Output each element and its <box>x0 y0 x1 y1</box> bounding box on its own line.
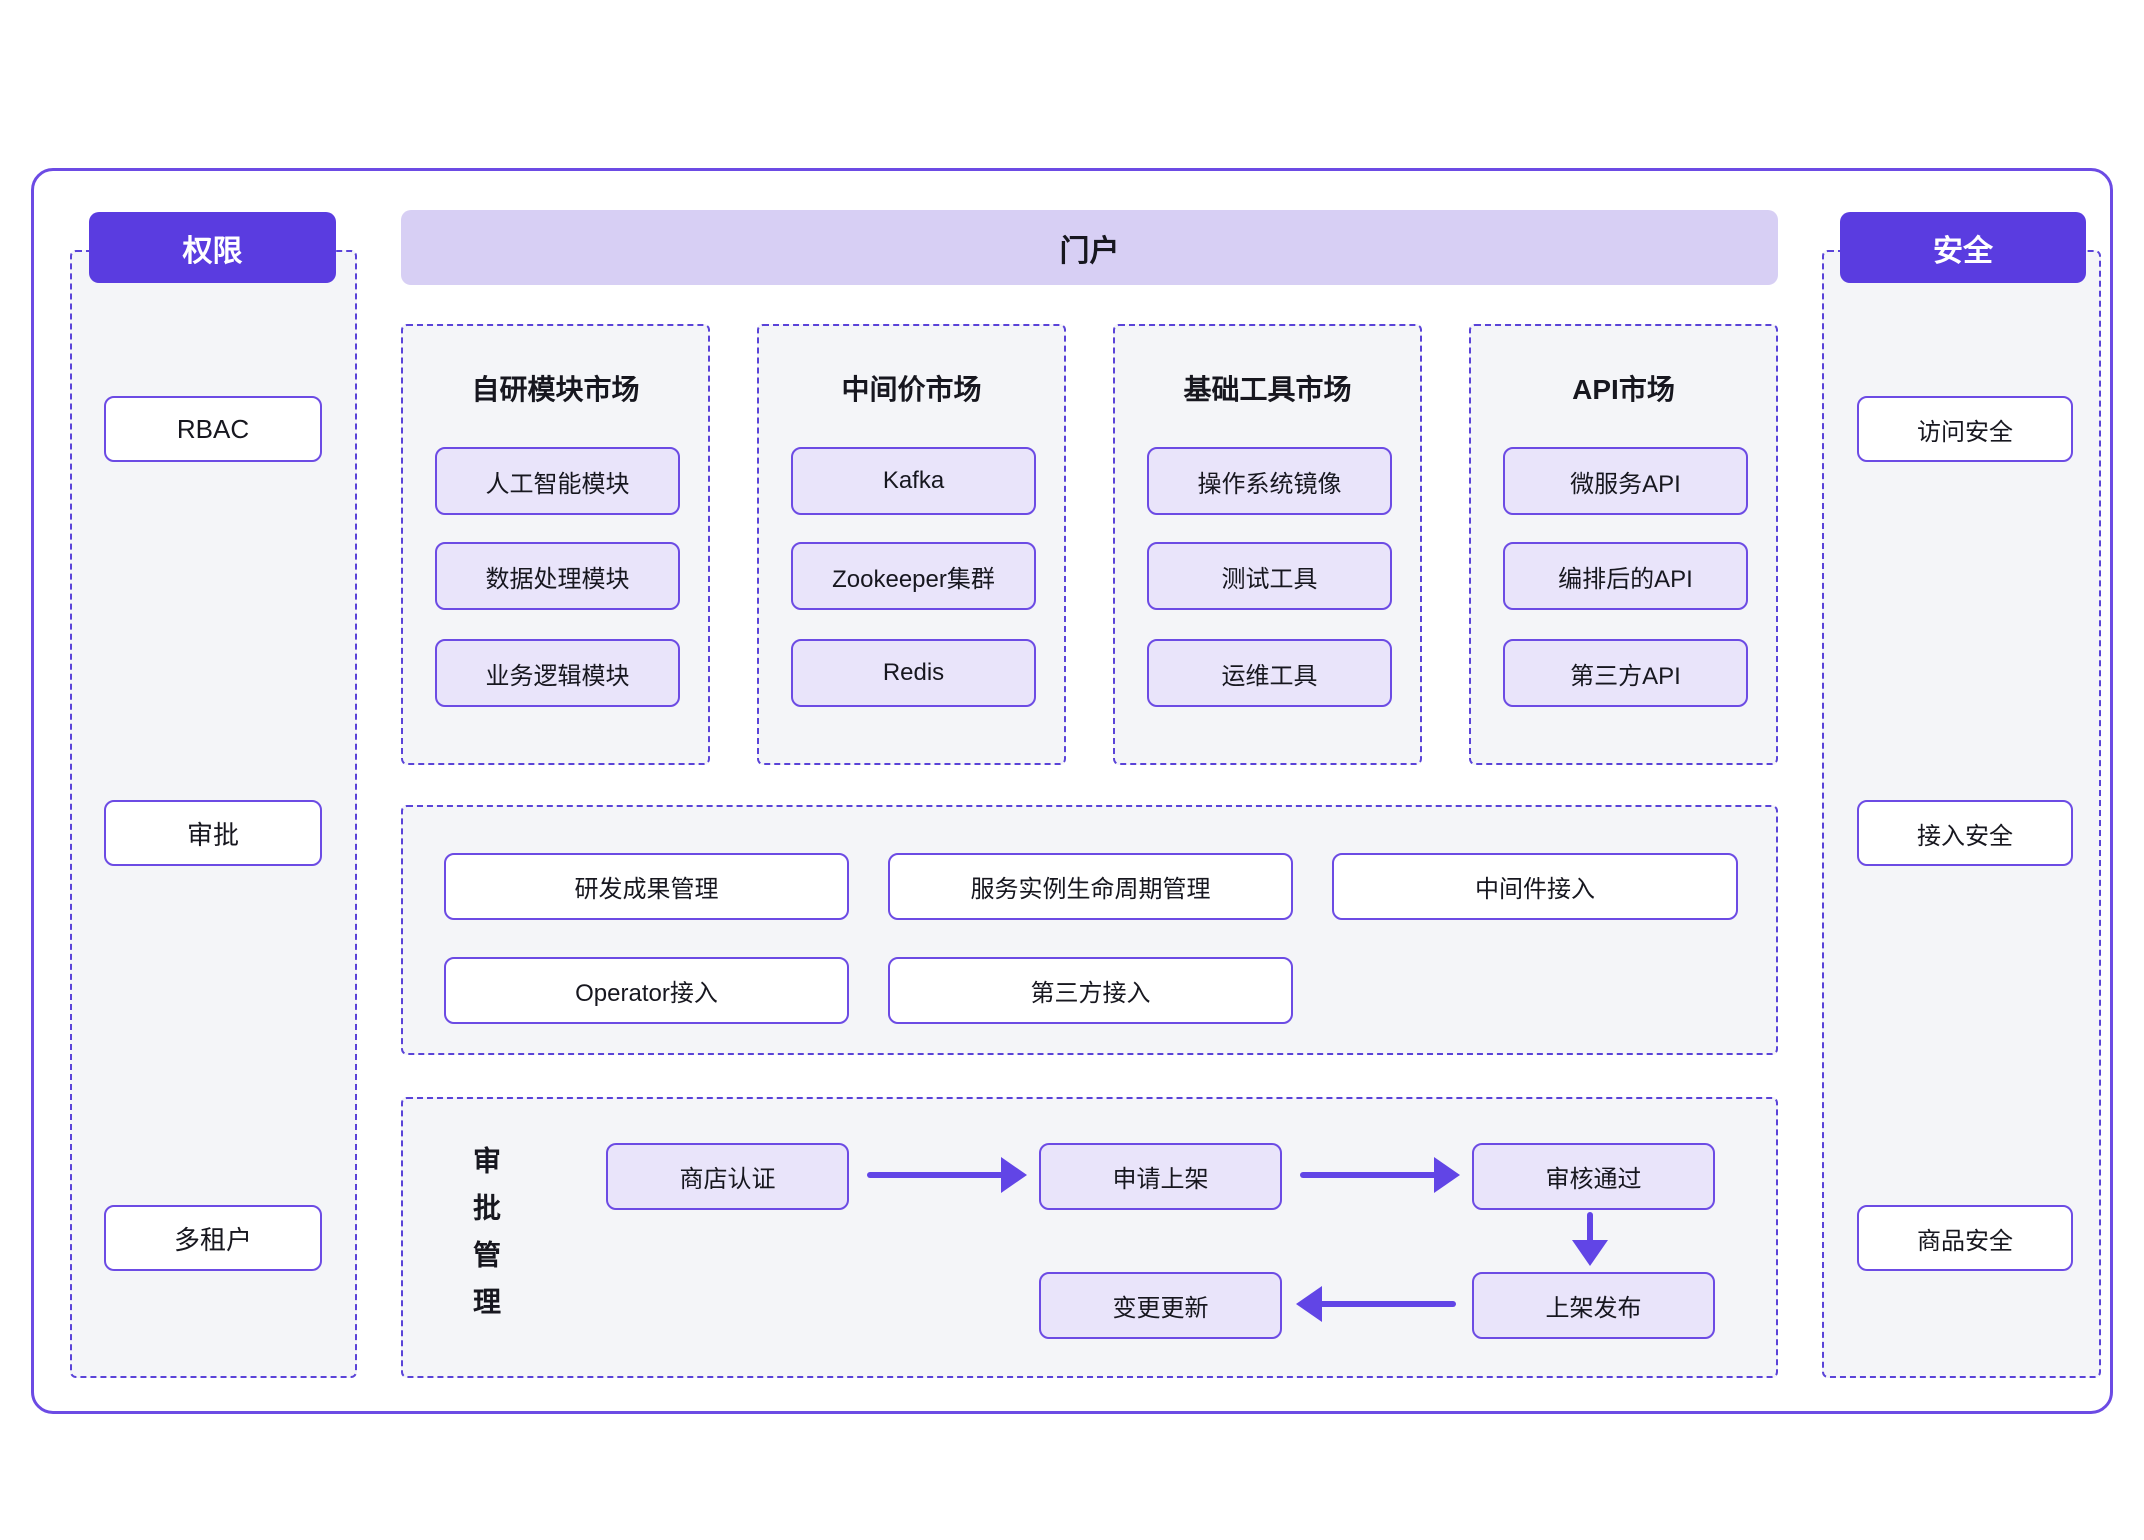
market-item: 数据处理模块 <box>435 542 680 610</box>
security-item-product: 商品安全 <box>1857 1205 2073 1271</box>
portal-title: 门户 <box>1059 234 1120 268</box>
arrow-left-icon <box>1296 1286 1456 1322</box>
permissions-panel-header: 权限 <box>89 212 336 283</box>
management-item-lifecycle: 服务实例生命周期管理 <box>888 853 1293 920</box>
approval-step-review-passed: 审核通过 <box>1472 1143 1715 1210</box>
market-item: Redis <box>791 639 1036 707</box>
market-item: 业务逻辑模块 <box>435 639 680 707</box>
market-item: 微服务API <box>1503 447 1748 515</box>
permissions-item-multitenant: 多租户 <box>104 1205 322 1271</box>
market-column-basic-tools: 基础工具市场 操作系统镜像 测试工具 运维工具 <box>1113 324 1422 765</box>
approval-step-store-cert: 商店认证 <box>606 1143 849 1210</box>
approval-step-publish: 上架发布 <box>1472 1272 1715 1339</box>
security-item-access: 访问安全 <box>1857 396 2073 462</box>
market-item: 人工智能模块 <box>435 447 680 515</box>
management-item-rd-results: 研发成果管理 <box>444 853 849 920</box>
approval-step-change-update: 变更更新 <box>1039 1272 1282 1339</box>
market-item: 运维工具 <box>1147 639 1392 707</box>
market-column-api: API市场 微服务API 编排后的API 第三方API <box>1469 324 1778 765</box>
market-title: 自研模块市场 <box>471 374 640 405</box>
market-item: 测试工具 <box>1147 542 1392 610</box>
market-title: API市场 <box>1572 374 1675 405</box>
market-item: Zookeeper集群 <box>791 542 1036 610</box>
market-item: Kafka <box>791 447 1036 515</box>
market-title: 基础工具市场 <box>1183 374 1352 405</box>
permissions-item-rbac: RBAC <box>104 396 322 462</box>
market-item: 操作系统镜像 <box>1147 447 1392 515</box>
arrow-down-icon <box>1572 1212 1608 1266</box>
permissions-item-approval: 审批 <box>104 800 322 866</box>
market-column-middleware: 中间价市场 Kafka Zookeeper集群 Redis <box>757 324 1066 765</box>
portal-header: 门户 <box>401 210 1778 285</box>
security-item-integration: 接入安全 <box>1857 800 2073 866</box>
market-column-self-developed: 自研模块市场 人工智能模块 数据处理模块 业务逻辑模块 <box>401 324 710 765</box>
management-item-operator-access: Operator接入 <box>444 957 849 1024</box>
arrow-right-icon <box>1300 1157 1460 1193</box>
management-band: 研发成果管理 服务实例生命周期管理 中间件接入 Operator接入 第三方接入 <box>401 805 1778 1055</box>
management-item-thirdparty-access: 第三方接入 <box>888 957 1293 1024</box>
security-panel-title: 安全 <box>1933 234 1993 268</box>
arrow-right-icon <box>867 1157 1027 1193</box>
approval-band-label: 审批管理 <box>470 1146 501 1334</box>
approval-step-apply-listing: 申请上架 <box>1039 1143 1282 1210</box>
market-title: 中间价市场 <box>841 374 982 405</box>
market-item: 编排后的API <box>1503 542 1748 610</box>
permissions-panel-title: 权限 <box>182 234 243 268</box>
management-item-middleware-access: 中间件接入 <box>1332 853 1738 920</box>
market-item: 第三方API <box>1503 639 1748 707</box>
security-panel-header: 安全 <box>1840 212 2086 283</box>
approval-band: 审批管理 商店认证 申请上架 审核通过 上架发布 变更更新 <box>401 1097 1778 1378</box>
